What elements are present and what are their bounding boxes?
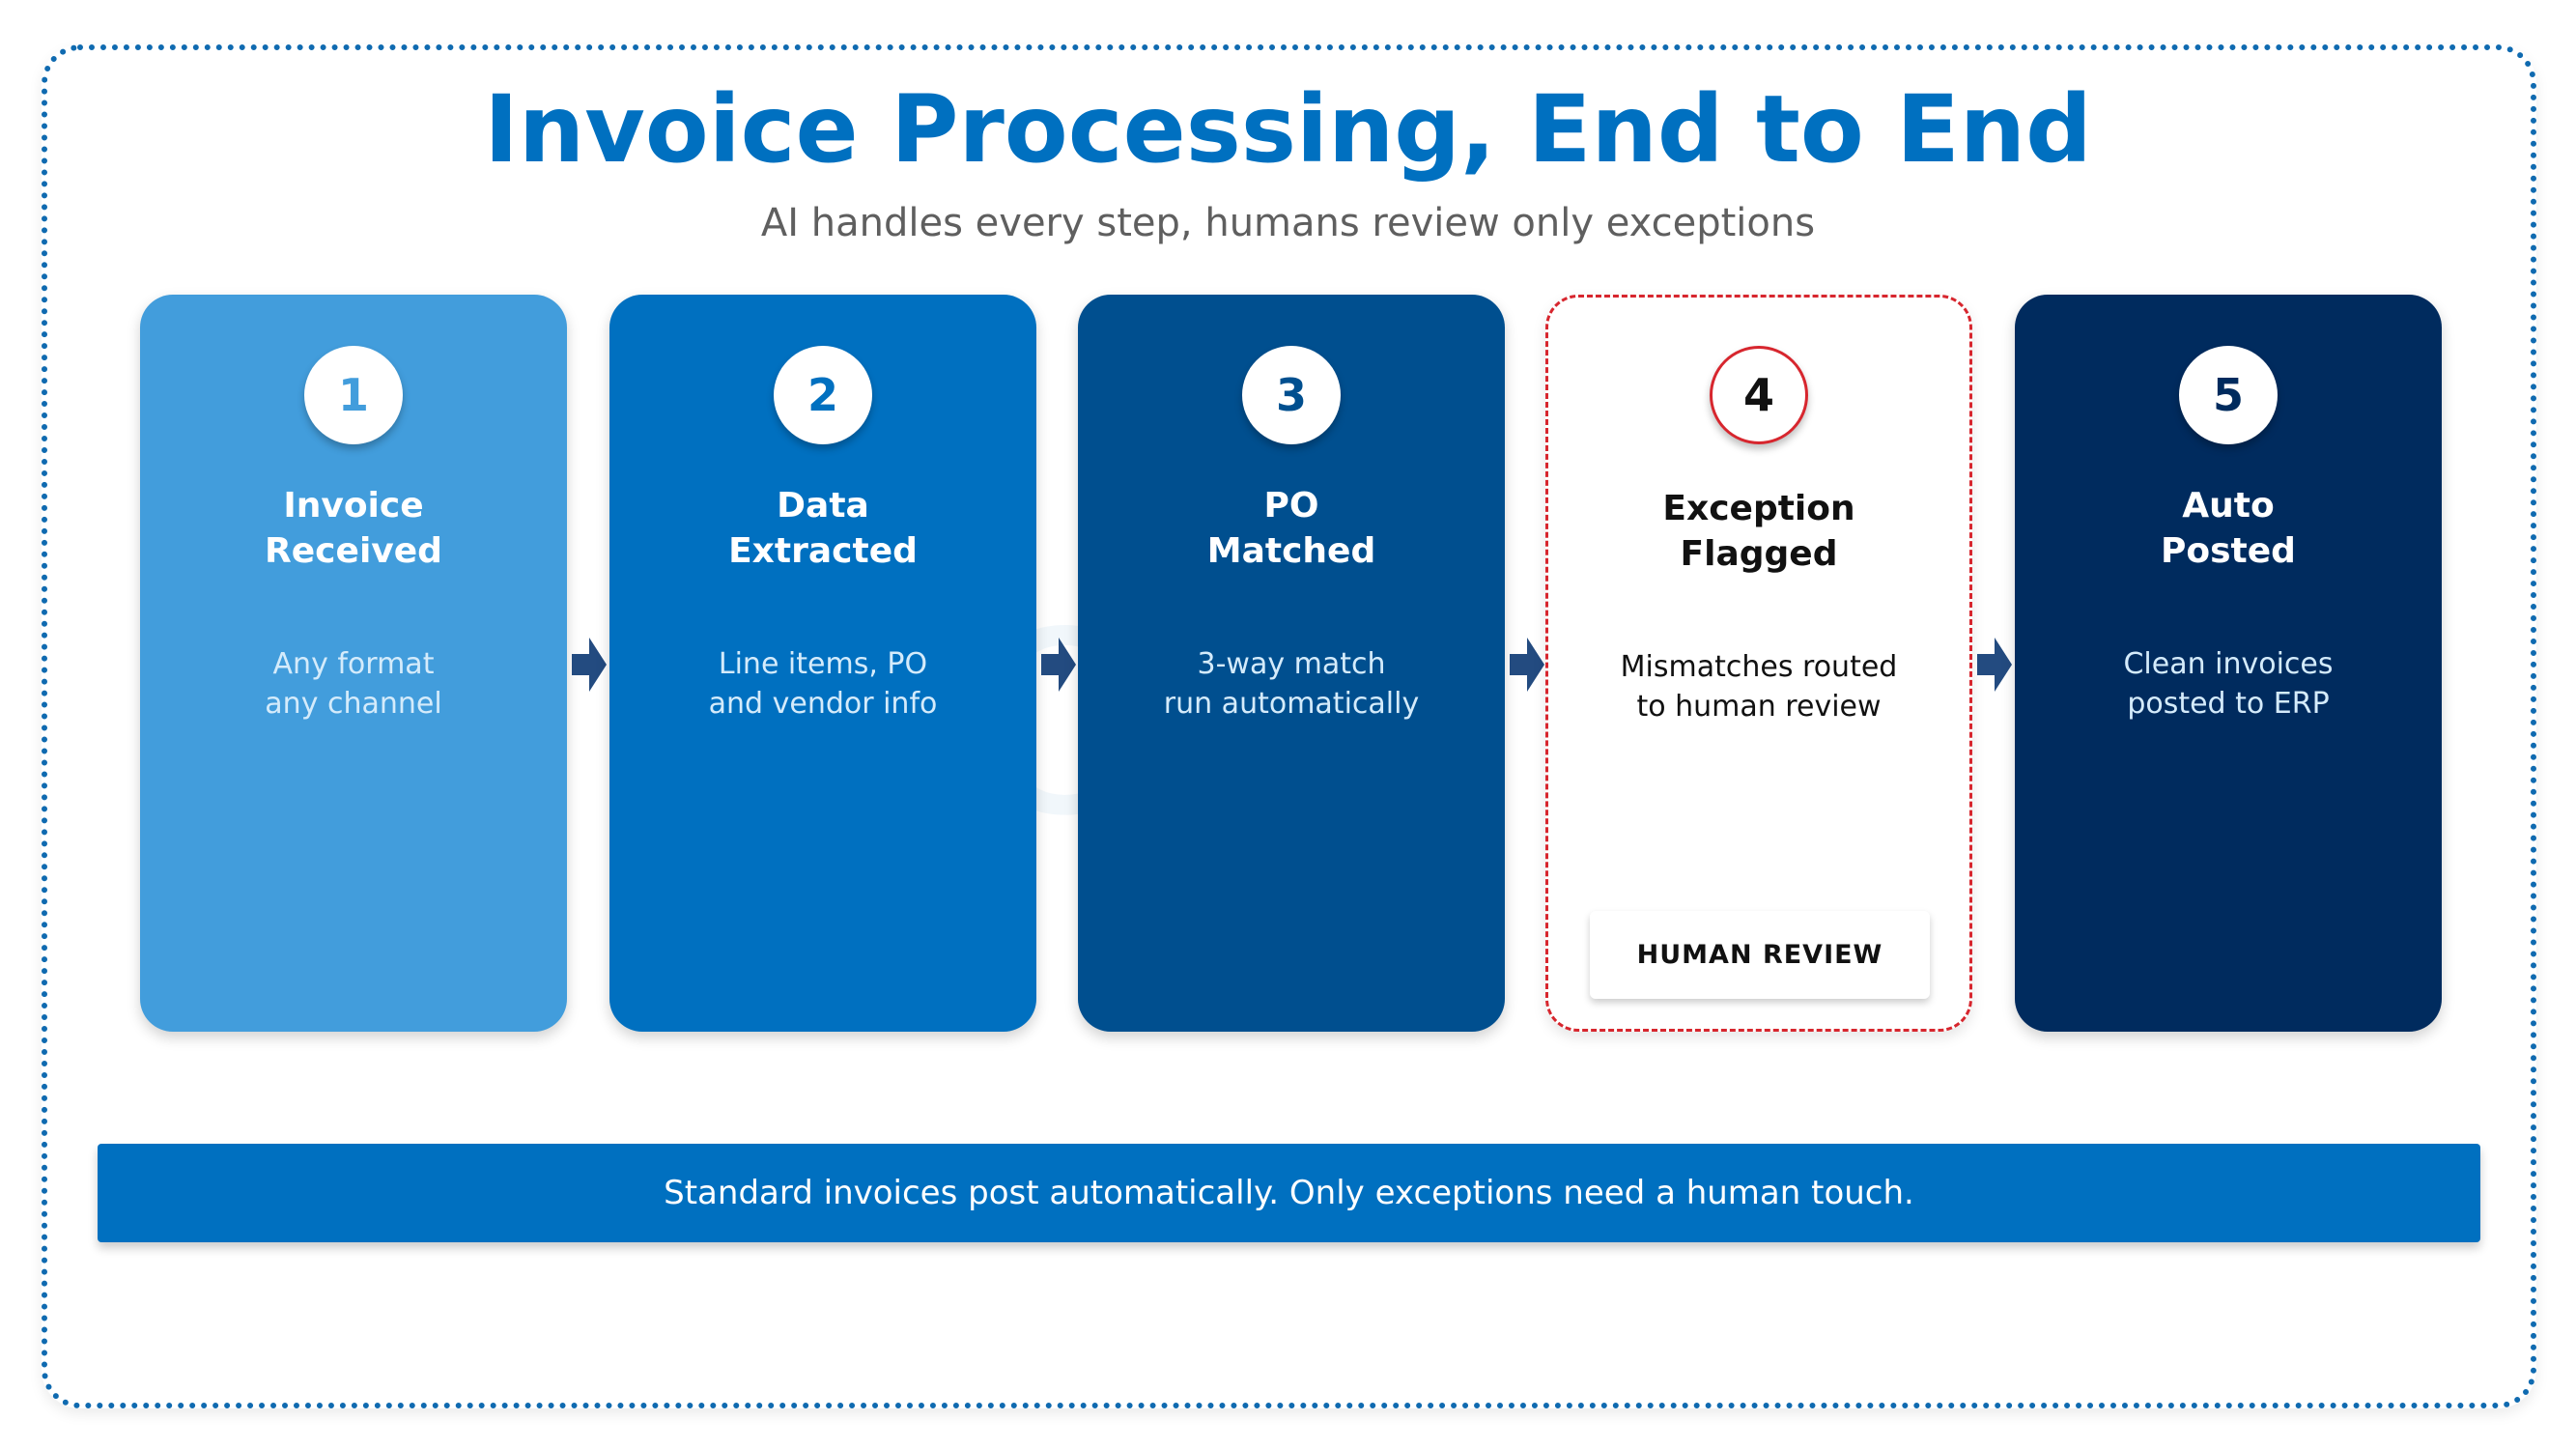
arrow-right-icon <box>572 638 607 692</box>
step-card-5: 5 Auto Posted Clean invoices posted to E… <box>2015 295 2442 1032</box>
step-heading: Invoice Received <box>140 483 567 574</box>
step-card-4-exception: 4 Exception Flagged Mismatches routed to… <box>1545 295 1972 1032</box>
step-heading-line: Auto <box>2182 486 2275 526</box>
step-number-badge: 4 <box>1710 346 1808 444</box>
page-subtitle: AI handles every step, humans review onl… <box>760 201 1816 245</box>
step-heading: PO Matched <box>1078 483 1505 574</box>
slide-frame <box>42 44 2536 1408</box>
step-heading: Exception Flagged <box>1548 486 1969 577</box>
step-card-2: 2 Data Extracted Line items, PO and vend… <box>609 295 1036 1032</box>
step-desc-line: any channel <box>265 687 442 721</box>
step-desc-line: posted to ERP <box>2127 687 2330 721</box>
summary-banner: Standard invoices post automatically. On… <box>98 1144 2480 1242</box>
step-heading: Auto Posted <box>2015 483 2442 574</box>
step-number-badge: 1 <box>304 346 403 444</box>
step-heading-line: Invoice <box>283 486 424 526</box>
arrow-right-icon <box>1510 638 1544 692</box>
step-heading: Data Extracted <box>609 483 1036 574</box>
step-desc-line: to human review <box>1636 690 1882 724</box>
step-description: Mismatches routed to human review <box>1548 647 1969 726</box>
step-desc-line: Clean invoices <box>2123 647 2334 681</box>
human-review-badge[interactable]: HUMAN REVIEW <box>1590 911 1930 999</box>
step-description: Any format any channel <box>140 644 567 724</box>
arrow-right-icon <box>1977 638 2012 692</box>
step-description: 3-way match run automatically <box>1078 644 1505 724</box>
step-heading-line: Data <box>777 486 869 526</box>
step-desc-line: and vendor info <box>708 687 938 721</box>
step-card-1: 1 Invoice Received Any format any channe… <box>140 295 567 1032</box>
step-description: Line items, PO and vendor info <box>609 644 1036 724</box>
step-heading-line: Matched <box>1206 531 1376 571</box>
step-heading-line: PO <box>1263 486 1319 526</box>
step-desc-line: Line items, PO <box>718 647 928 681</box>
step-heading-line: Exception <box>1662 489 1855 528</box>
step-card-3: 3 PO Matched 3-way match run automatical… <box>1078 295 1505 1032</box>
step-heading-line: Flagged <box>1680 534 1838 574</box>
step-desc-line: Any format <box>272 647 435 681</box>
step-number-badge: 3 <box>1242 346 1341 444</box>
step-description: Clean invoices posted to ERP <box>2015 644 2442 724</box>
step-heading-line: Extracted <box>728 531 918 571</box>
step-heading-line: Received <box>265 531 442 571</box>
step-number-badge: 2 <box>774 346 872 444</box>
page-title: Invoice Processing, End to End <box>484 75 2092 184</box>
arrow-right-icon <box>1041 638 1076 692</box>
step-number-badge: 5 <box>2179 346 2278 444</box>
step-desc-line: run automatically <box>1163 687 1420 721</box>
step-heading-line: Posted <box>2161 531 2296 571</box>
step-desc-line: 3-way match <box>1197 647 1386 681</box>
step-desc-line: Mismatches routed <box>1620 650 1898 684</box>
